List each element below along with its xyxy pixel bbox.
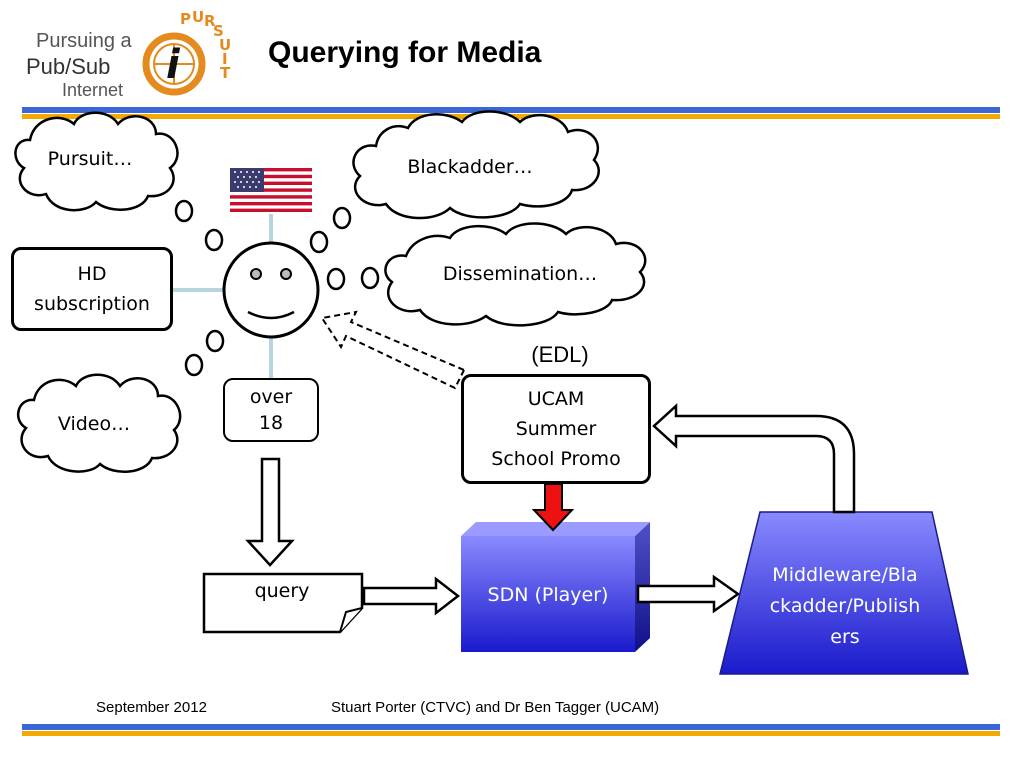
- slide-title: Querying for Media: [268, 36, 542, 69]
- logo-line-3: Internet: [62, 80, 124, 100]
- hd-line-1: HD: [77, 263, 107, 285]
- footer-rule-orange: [22, 731, 1000, 736]
- red-arrow: [531, 483, 575, 532]
- ucam-line-2: Summer: [515, 418, 597, 440]
- arc-letter-i: I: [222, 50, 228, 68]
- cloud-dissemination-label: Dissemination…: [442, 263, 598, 285]
- footer-date: September 2012: [96, 699, 207, 716]
- arc-letter-p: P: [180, 10, 191, 28]
- cloud-blackadder: [352, 110, 600, 220]
- query-document: [202, 572, 364, 634]
- middleware-line-3: ers: [830, 626, 860, 648]
- cloud-video: [16, 373, 182, 473]
- dashed-arrow: [320, 310, 466, 390]
- sdn-label: SDN (Player): [487, 584, 609, 606]
- cloud-pursuit: [14, 111, 179, 212]
- query-label: query: [254, 580, 310, 602]
- hd-line-2: subscription: [34, 293, 150, 315]
- down-arrow: [245, 457, 295, 567]
- cloud-blackadder-label: Blackadder…: [407, 156, 533, 178]
- sdn-box: [461, 522, 650, 652]
- cloud-pursuit-label: Pursuit…: [47, 148, 133, 170]
- over-line-2: 18: [258, 412, 284, 434]
- curved-arrow-return: [652, 403, 856, 514]
- logo-line-2: Pub/Sub: [26, 54, 111, 79]
- footer-authors: Stuart Porter (CTVC) and Dr Ben Tagger (…: [331, 699, 660, 716]
- ucam-line-3: School Promo: [491, 448, 621, 470]
- hd-subscription-box: HD subscription: [11, 247, 173, 331]
- pursuit-emblem-icon: i P U R S U I T: [142, 8, 231, 96]
- middleware-label: Middleware/Bla ckadder/Publish ers: [740, 560, 950, 653]
- middleware-line-1: Middleware/Bla: [772, 564, 918, 586]
- cloud-video-label: Video…: [57, 413, 131, 435]
- arc-letter-t: T: [220, 64, 231, 82]
- ucam-promo-box: UCAM Summer School Promo: [461, 374, 651, 484]
- thought-bubbles: [174, 199, 380, 377]
- middleware-trapezoid: [719, 511, 969, 675]
- logo: Pursuing a Pub/Sub Internet i P U R S U …: [22, 8, 232, 103]
- smiley-face-icon: [222, 241, 320, 339]
- us-flag-icon: [230, 168, 312, 212]
- arrow-sdn-to-middleware: [636, 574, 741, 614]
- emblem-letter: i: [166, 42, 181, 88]
- cloud-dissemination: [384, 222, 647, 327]
- ucam-line-1: UCAM: [527, 388, 585, 410]
- face-connectors: [173, 214, 273, 378]
- arc-letter-u2: U: [219, 36, 231, 54]
- footer-rule-blue: [22, 724, 1000, 730]
- header-rule-blue: [22, 107, 1000, 113]
- arc-letter-s: S: [213, 22, 224, 40]
- logo-line-1: Pursuing a: [36, 30, 132, 52]
- over-line-1: over: [249, 386, 293, 408]
- arrow-query-to-sdn: [362, 576, 461, 616]
- edl-label: (EDL): [531, 342, 589, 367]
- arc-letter-u: U: [192, 8, 204, 26]
- arc-letter-r: R: [204, 12, 216, 30]
- middleware-line-2: ckadder/Publish: [769, 595, 921, 617]
- over-18-box: over 18: [223, 378, 319, 442]
